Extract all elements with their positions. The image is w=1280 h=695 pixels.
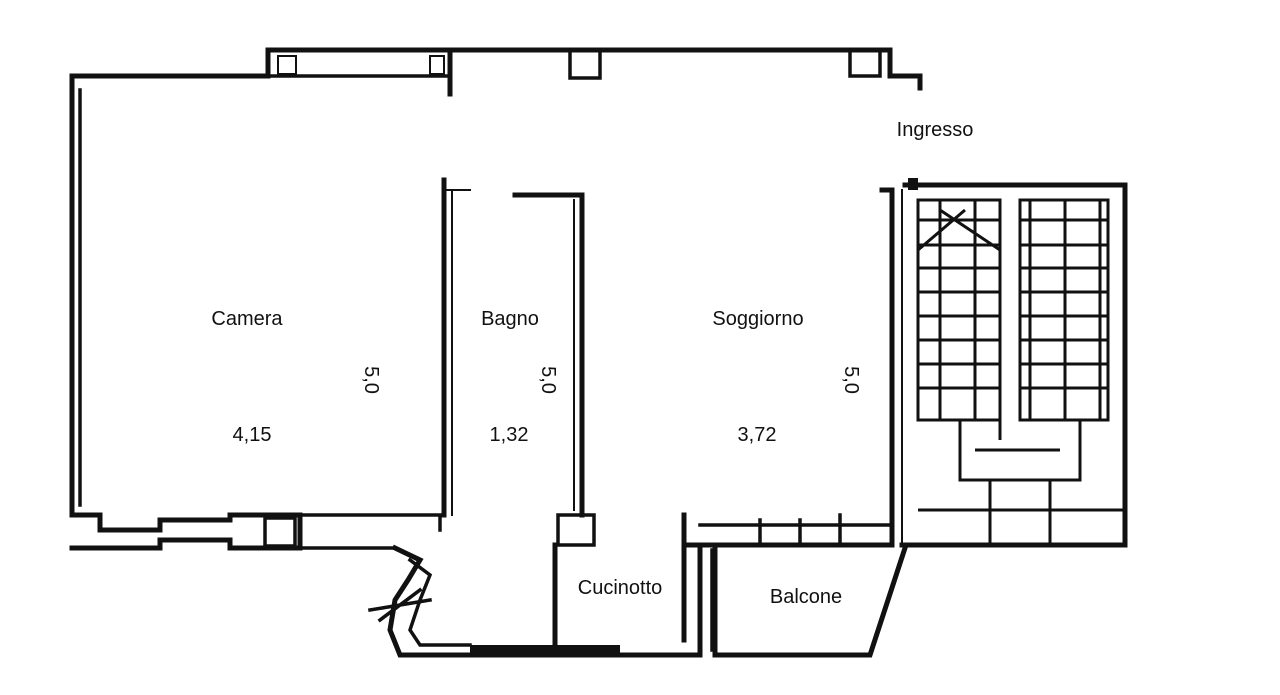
interior-walls	[441, 177, 903, 548]
cucinotto-balcone-walls	[681, 542, 909, 658]
room-label-bagno: Bagno	[481, 308, 539, 330]
room-label-soggiorno: Soggiorno	[712, 308, 803, 330]
camera-depth: 5,0	[360, 366, 382, 394]
room-label-cucinotto: Cucinotto	[578, 577, 663, 599]
soggiorno-depth: 5,0	[840, 366, 862, 394]
soggiorno-width: 3,72	[738, 424, 777, 446]
lower-bagno-walls	[367, 542, 703, 658]
room-labels: Camera Bagno Soggiorno Ingresso Cucinott…	[211, 119, 973, 608]
bagno-depth: 5,0	[537, 366, 559, 394]
width-dimensions: 4,15 1,32 3,72	[233, 424, 777, 446]
stairwell	[899, 178, 1128, 548]
depth-dimensions: 5,0 5,0 5,0	[360, 366, 862, 394]
room-label-balcone: Balcone	[770, 586, 842, 608]
room-label-camera: Camera	[211, 308, 283, 330]
camera-width: 4,15	[233, 424, 272, 446]
outer-walls	[69, 47, 923, 551]
room-label-ingresso: Ingresso	[897, 119, 974, 141]
bagno-width: 1,32	[490, 424, 529, 446]
